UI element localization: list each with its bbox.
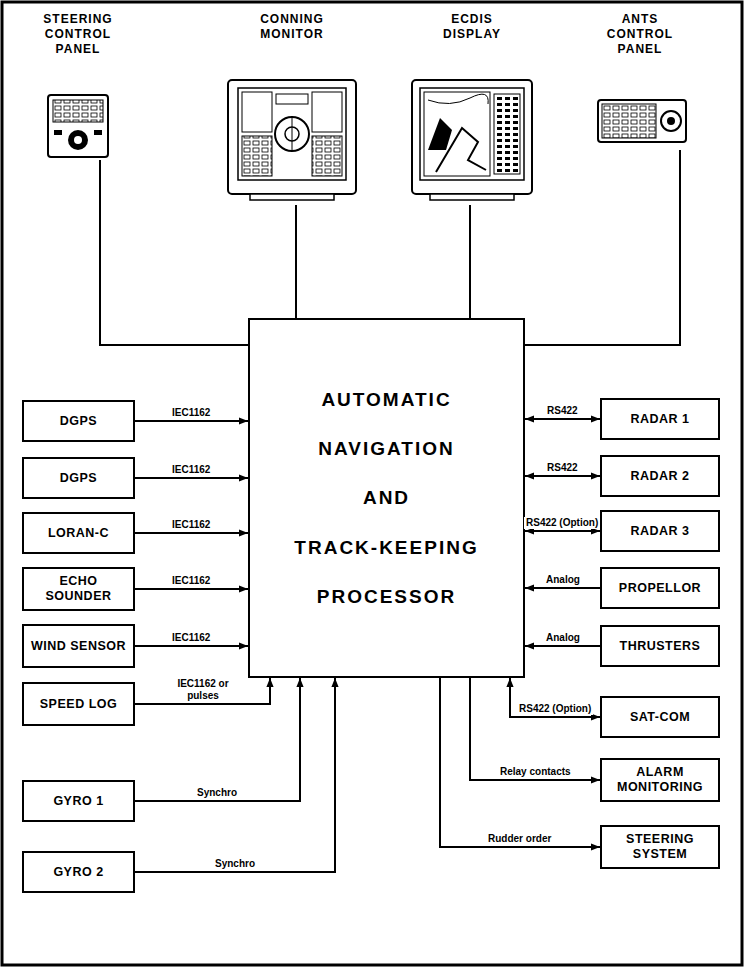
signal-label: RS422 (Option) [517, 703, 593, 715]
signal-label: RS422 (Option) [524, 517, 600, 529]
node-text: RADAR 1 [630, 412, 689, 427]
connector [135, 645, 248, 647]
node-text: ALARM MONITORING [606, 765, 714, 795]
connector [135, 477, 248, 479]
node-text: GYRO 2 [53, 865, 103, 880]
signal-label: RS422 [545, 405, 580, 417]
steering-panel-drawing [48, 95, 108, 157]
ants-control-panel: ANTS CONTROL PANEL [585, 12, 695, 150]
node-text: AUTOMATIC NAVIGATION AND TRACK-KEEPING P… [260, 375, 513, 622]
node-text: WIND SENSOR [31, 639, 126, 654]
connector [440, 678, 600, 847]
node-text: DGPS [60, 471, 97, 486]
signal-label: IEC1162 [170, 519, 212, 531]
device-box: THRUSTERS [600, 625, 720, 667]
node-text: STEERING SYSTEM [606, 832, 714, 862]
connector [135, 420, 248, 422]
processor-box: AUTOMATIC NAVIGATION AND TRACK-KEEPING P… [248, 318, 525, 678]
connector [525, 530, 600, 532]
device-box: GYRO 1 [22, 780, 135, 822]
device-box: DGPS [22, 457, 135, 499]
ants-panel-drawing [598, 100, 686, 142]
connector [525, 475, 600, 477]
device-box: SAT-COM [600, 696, 720, 738]
node-text: SAT-COM [630, 710, 690, 725]
signal-label: Synchro [213, 858, 257, 870]
conning-monitor: CONNING MONITOR [222, 12, 362, 205]
device-box: SPEED LOG [22, 682, 135, 726]
node-text: GYRO 1 [53, 794, 103, 809]
signal-label: IEC1162 [170, 632, 212, 644]
node-text: PROPELLOR [619, 581, 701, 596]
connector [470, 678, 600, 780]
ecdis-display: ECDIS DISPLAY [402, 12, 542, 205]
connector [525, 645, 600, 647]
connector [100, 160, 248, 345]
device-box: RADAR 3 [600, 510, 720, 552]
node-text: CONNING MONITOR [242, 12, 342, 42]
device-box: LORAN-C [22, 512, 135, 554]
signal-label: Synchro [195, 787, 239, 799]
signal-label: Relay contacts [498, 766, 573, 778]
connector [135, 678, 270, 704]
steering-control-panel: STEERING CONTROL PANEL [20, 12, 136, 160]
node-text: ANTS CONTROL PANEL [597, 12, 683, 57]
device-box: RADAR 1 [600, 398, 720, 440]
device-box: RADAR 2 [600, 455, 720, 497]
signal-label: IEC1162 or pulses [162, 678, 244, 701]
node-text: LORAN-C [48, 526, 109, 541]
connector [525, 587, 600, 589]
connector [135, 678, 335, 872]
connector [469, 205, 471, 318]
device-box: DGPS [22, 400, 135, 442]
node-text: RADAR 3 [630, 524, 689, 539]
connector [525, 150, 680, 345]
connector [525, 418, 600, 420]
ecdis-display-drawing [412, 80, 532, 200]
device-box: GYRO 2 [22, 851, 135, 893]
node-text: DGPS [60, 414, 97, 429]
signal-label: IEC1162 [170, 575, 212, 587]
node-text: RADAR 2 [630, 469, 689, 484]
connector [510, 678, 600, 717]
signal-label: Analog [544, 632, 582, 644]
connector [295, 205, 297, 318]
node-text: ECDIS DISPLAY [432, 12, 512, 42]
connector [135, 532, 248, 534]
node-text: SPEED LOG [40, 697, 117, 712]
node-text: THRUSTERS [620, 639, 701, 654]
connector [135, 678, 300, 801]
signal-label: IEC1162 [170, 464, 212, 476]
signal-label: IEC1162 [170, 407, 212, 419]
signal-label: Rudder order [486, 833, 553, 845]
device-box: WIND SENSOR [22, 624, 135, 668]
conning-monitor-drawing [228, 80, 356, 200]
device-box: PROPELLOR [600, 567, 720, 609]
device-box: ECHO SOUNDER [22, 567, 135, 611]
device-box: ALARM MONITORING [600, 758, 720, 802]
signal-label: Analog [544, 574, 582, 586]
node-text: ECHO SOUNDER [28, 574, 129, 604]
node-text: STEERING CONTROL PANEL [30, 12, 126, 57]
device-box: STEERING SYSTEM [600, 825, 720, 869]
connector [135, 588, 248, 590]
signal-label: RS422 [545, 462, 580, 474]
